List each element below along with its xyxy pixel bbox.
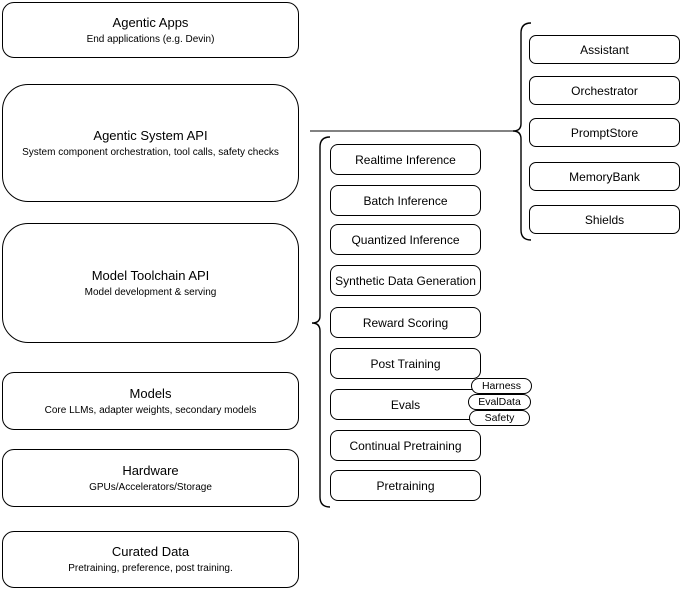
node-subtitle: Pretraining, preference, post training. xyxy=(68,563,233,574)
node-synthetic-data-generation: Synthetic Data Generation xyxy=(330,265,481,296)
node-hardware: Hardware GPUs/Accelerators/Storage xyxy=(2,449,299,507)
tag-safety: Safety xyxy=(469,410,530,426)
node-label: Quantized Inference xyxy=(351,232,460,247)
node-title: Agentic System API xyxy=(93,127,208,143)
node-label: Shields xyxy=(584,212,625,227)
node-label: Post Training xyxy=(370,356,441,371)
tag-label: Safety xyxy=(484,412,515,424)
node-label: PromptStore xyxy=(570,125,639,140)
node-title: Curated Data xyxy=(111,544,190,559)
node-shields: Shields xyxy=(529,205,680,234)
node-label: Batch Inference xyxy=(363,193,448,208)
node-title: Model Toolchain API xyxy=(91,267,210,283)
node-continual-pretraining: Continual Pretraining xyxy=(330,430,481,461)
node-label: Realtime Inference xyxy=(355,152,456,167)
node-post-training: Post Training xyxy=(330,348,481,379)
tag-label: EvalData xyxy=(478,396,521,408)
node-realtime-inference: Realtime Inference xyxy=(330,144,481,175)
node-label: MemoryBank xyxy=(569,169,640,184)
node-quantized-inference: Quantized Inference xyxy=(330,224,481,255)
node-title: Models xyxy=(129,385,172,401)
node-promptstore: PromptStore xyxy=(529,118,680,147)
node-batch-inference: Batch Inference xyxy=(330,185,481,216)
node-subtitle: GPUs/Accelerators/Storage xyxy=(89,481,212,493)
tag-harness: Harness xyxy=(471,378,532,394)
node-assistant: Assistant xyxy=(529,35,680,64)
tag-label: Harness xyxy=(481,380,522,392)
node-title: Hardware xyxy=(122,462,179,478)
node-orchestrator: Orchestrator xyxy=(529,76,680,105)
node-curated-data: Curated Data Pretraining, preference, po… xyxy=(2,531,299,588)
tag-evaldata: EvalData xyxy=(468,394,531,410)
node-label: Synthetic Data Generation xyxy=(335,273,476,288)
node-title: Agentic Apps xyxy=(112,14,189,30)
node-model-toolchain-api: Model Toolchain API Model development & … xyxy=(2,223,299,343)
node-pretraining: Pretraining xyxy=(330,470,481,501)
node-memorybank: MemoryBank xyxy=(529,162,680,191)
node-subtitle: Model development & serving xyxy=(84,286,217,298)
node-evals: Evals xyxy=(330,389,481,420)
node-subtitle: Core LLMs, adapter weights, secondary mo… xyxy=(44,404,257,416)
node-label: Reward Scoring xyxy=(362,315,449,330)
toolchain-brace xyxy=(311,136,331,508)
node-agentic-apps: Agentic Apps End applications (e.g. Devi… xyxy=(2,2,299,58)
node-subtitle: System component orchestration, tool cal… xyxy=(22,146,279,158)
node-reward-scoring: Reward Scoring xyxy=(330,307,481,338)
node-label: Orchestrator xyxy=(571,83,638,98)
node-models: Models Core LLMs, adapter weights, secon… xyxy=(2,372,299,430)
node-label: Assistant xyxy=(580,42,629,57)
node-label: Continual Pretraining xyxy=(349,438,462,453)
node-subtitle: End applications (e.g. Devin) xyxy=(86,33,215,45)
node-agentic-system-api: Agentic System API System component orch… xyxy=(2,84,299,202)
node-label: Pretraining xyxy=(376,478,435,493)
node-label: Evals xyxy=(390,397,421,412)
